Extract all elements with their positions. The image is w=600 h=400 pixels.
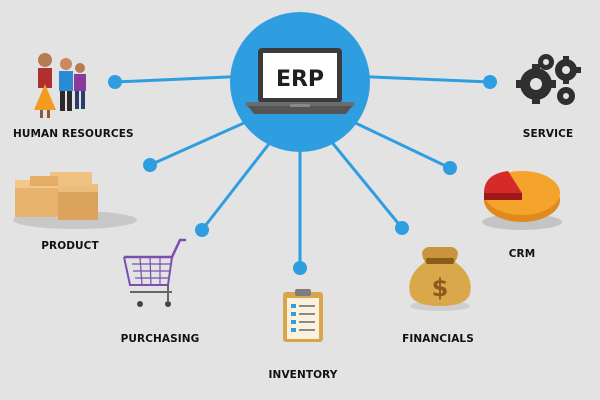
clipboard-icon: [283, 289, 323, 342]
connector-human-resources: [114, 74, 251, 84]
people-icon: [34, 53, 86, 118]
connector-node-product: [143, 158, 157, 172]
connector-node-financials: [395, 221, 409, 235]
connector-crm: [344, 116, 451, 170]
connector-node-purchasing: [195, 223, 209, 237]
hub-title: ERP: [276, 67, 324, 92]
gears-icon: [516, 54, 581, 105]
money-bag-icon: $: [409, 247, 471, 311]
connector-node-human-resources: [108, 75, 122, 89]
label-service: SERVICE: [522, 128, 574, 140]
connector-service: [349, 74, 491, 84]
label-crm: CRM: [508, 248, 536, 260]
boxes-icon: [13, 172, 137, 229]
connectors: [108, 74, 497, 275]
label-financials: FINANCIALS: [402, 333, 474, 345]
connector-node-crm: [443, 161, 457, 175]
label-inventory: INVENTORY: [268, 369, 338, 381]
connector-product: [149, 116, 256, 167]
shopping-cart-icon: [123, 238, 186, 307]
connector-node-inventory: [293, 261, 307, 275]
label-purchasing: PURCHASING: [120, 333, 200, 345]
erp-hub: ERP: [230, 12, 370, 152]
connector-financials: [328, 139, 404, 229]
svg-text:$: $: [432, 274, 449, 302]
pie-chart-icon: [482, 171, 562, 230]
label-product: PRODUCT: [41, 240, 99, 252]
laptop-icon: [246, 48, 354, 114]
label-human-resources: HUMAN RESOURCES: [13, 128, 134, 140]
connector-node-service: [483, 75, 497, 89]
connector-purchasing: [200, 139, 274, 231]
